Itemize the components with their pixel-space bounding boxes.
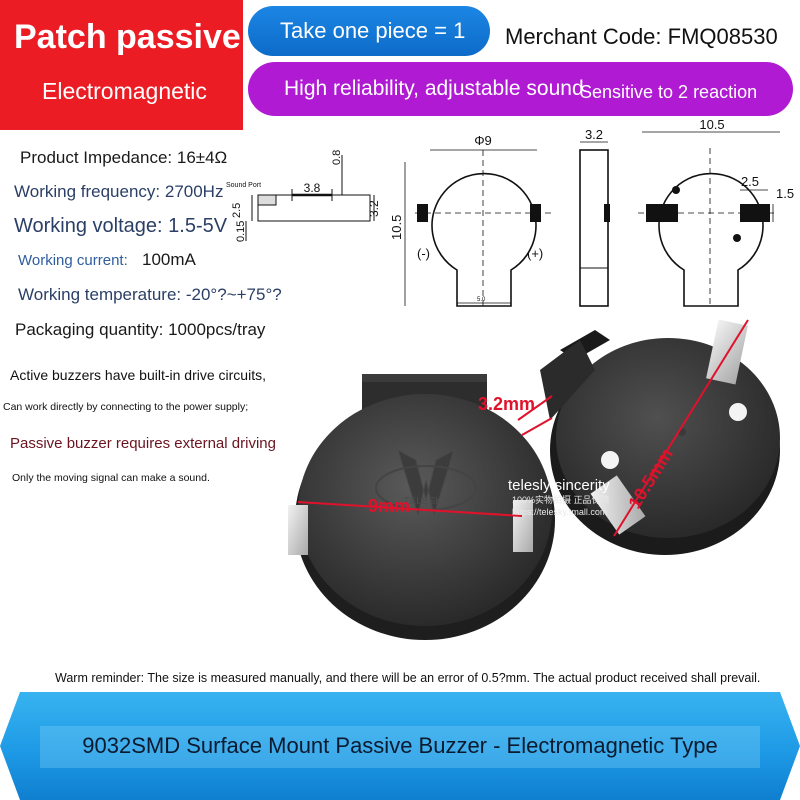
logo-text: TELESKY bbox=[403, 496, 448, 507]
spec-packaging: Packaging quantity: 1000pcs/tray bbox=[15, 320, 266, 339]
merchant-code: Merchant Code: FMQ08530 bbox=[505, 24, 778, 49]
quantity-pill: Take one piece = 1 bbox=[248, 6, 490, 56]
dim-10-5: 10.5 bbox=[389, 215, 404, 240]
spec-voltage: Working voltage: 1.5-5V bbox=[14, 215, 228, 237]
features-text: High reliability, adjustable sound bbox=[284, 77, 584, 100]
dim-3-2: 3.2 bbox=[367, 200, 381, 217]
features-text-secondary: Sensitive to 2 reaction bbox=[580, 82, 758, 102]
dim-thickness-3-2mm: 3.2mm bbox=[478, 394, 535, 414]
passive-buzzer-detail: Only the moving signal can make a sound. bbox=[12, 472, 210, 484]
product-type-badge: Patch passive Electromagnetic bbox=[0, 0, 243, 130]
footer-banner bbox=[0, 692, 800, 800]
passive-buzzer-note: Passive buzzer requires external driving bbox=[10, 435, 276, 452]
side-view-drawing: Sound Port 3.8 0.8 2.5 3.2 0.15 bbox=[226, 150, 381, 242]
features-pill: High reliability, adjustable sound Sensi… bbox=[248, 62, 793, 116]
dim-3-8: 3.8 bbox=[304, 181, 321, 195]
sound-port-label: Sound Port bbox=[226, 182, 261, 189]
dim-width-9mm: 9mm bbox=[368, 496, 410, 516]
spec-current-value: 100mA bbox=[142, 250, 196, 269]
dimension-lines bbox=[297, 319, 749, 537]
dim-0-15: 0.15 bbox=[235, 221, 247, 242]
dim-5-0: 5.0 bbox=[477, 297, 486, 303]
spec-temperature: Working temperature: -20°?~+75°? bbox=[18, 285, 282, 304]
dim-2-5: 2.5 bbox=[231, 203, 243, 218]
active-buzzer-note: Active buzzers have built-in drive circu… bbox=[10, 367, 266, 383]
banner-title: 9032SMD Surface Mount Passive Buzzer - E… bbox=[82, 733, 718, 758]
back-view-drawing: 10.5 2.5 1.5 bbox=[638, 118, 794, 307]
dim-back-2-5: 2.5 bbox=[741, 174, 759, 189]
active-buzzer-detail: Can work directly by connecting to the p… bbox=[3, 401, 249, 413]
dim-phi-9: Φ9 bbox=[474, 133, 492, 148]
badge-title: Patch passive bbox=[14, 18, 241, 56]
buzzer-back-view bbox=[540, 319, 780, 555]
terminal-plus: (+) bbox=[527, 246, 543, 261]
spec-frequency: Working frequency: 2700Hz bbox=[14, 182, 224, 201]
watermark-main: telesly sincerity bbox=[508, 477, 610, 494]
terminal-minus: (-) bbox=[417, 246, 430, 261]
spec-impedance: Product Impedance: 16±4Ω bbox=[20, 148, 228, 167]
front-view-drawing: Φ9 10.5 (-) (+) 5.0 bbox=[389, 133, 555, 307]
size-warning: Warm reminder: The size is measured manu… bbox=[55, 671, 761, 685]
quantity-text: Take one piece = 1 bbox=[280, 18, 466, 43]
thickness-view-drawing: 3.2 bbox=[579, 128, 610, 307]
dim-back-1-5: 1.5 bbox=[776, 186, 794, 201]
watermark-url: https://telesky.tmall.com bbox=[512, 507, 607, 517]
badge-subtitle: Electromagnetic bbox=[42, 78, 207, 104]
dim-back-10-5: 10.5 bbox=[699, 118, 724, 132]
spec-current-label: Working current: bbox=[18, 252, 128, 269]
watermark-sub: 100%实物拍摄 正品保障 bbox=[512, 494, 610, 505]
dim-thickness-3-2: 3.2 bbox=[585, 128, 603, 142]
product-photo: TELESKY 9mm 3.2mm 10.5mm telesly sinceri… bbox=[288, 319, 780, 640]
dim-0-8: 0.8 bbox=[331, 150, 343, 165]
